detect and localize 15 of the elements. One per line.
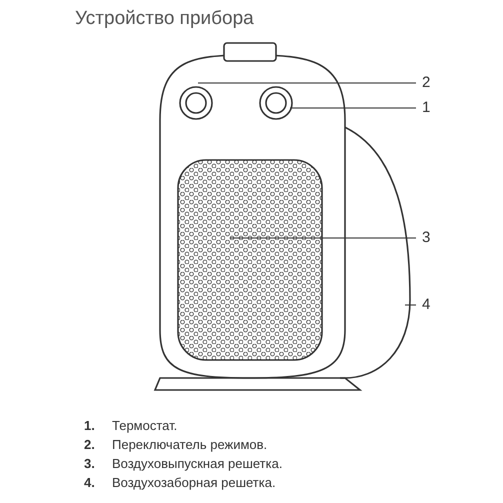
list-number: 4.: [84, 475, 95, 490]
callout-number: 2: [422, 74, 430, 91]
title: Устройство прибора: [75, 8, 254, 30]
callout-number: 4: [422, 296, 430, 313]
leader-line: [404, 304, 416, 306]
list-number: 1.: [84, 418, 95, 433]
callout-number: 1: [422, 99, 430, 116]
list-item-text: Воздуховыпускная решетка.: [112, 456, 282, 471]
list-number: 3.: [84, 456, 95, 471]
list-number: 2.: [84, 437, 95, 452]
list-item-text: Переключатель режимов.: [112, 437, 268, 452]
list-item-text: Термостат.: [112, 418, 178, 433]
list-item-text: Воздухозаборная решетка.: [112, 475, 276, 490]
callout-number: 3: [422, 229, 430, 246]
leader-line: [198, 82, 416, 84]
